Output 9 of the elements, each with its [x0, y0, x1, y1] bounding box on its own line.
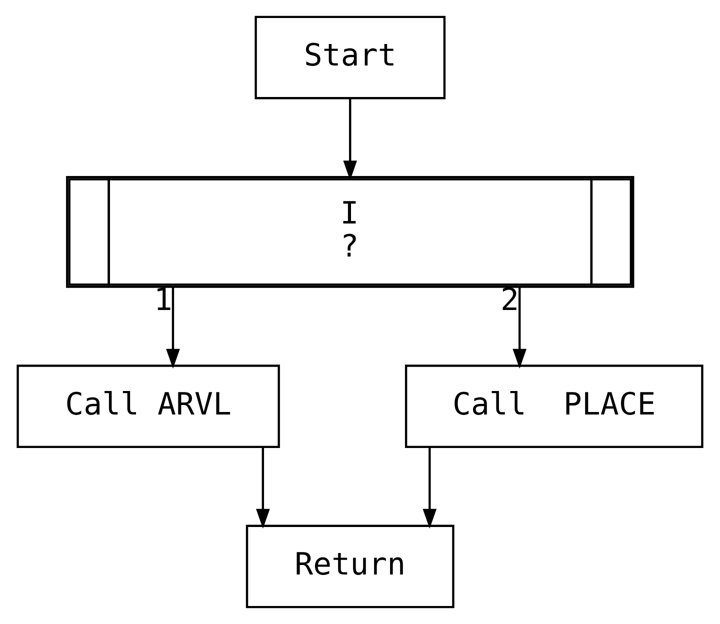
- node-box: Return: [246, 524, 454, 608]
- arrow: [422, 448, 437, 529]
- arrow: [512, 287, 527, 369]
- arrow: [166, 287, 180, 369]
- arrow: [343, 98, 358, 180]
- arrow: [256, 448, 270, 529]
- node-box: Start: [254, 16, 446, 100]
- node-box: Call ARVL: [16, 364, 280, 448]
- node-box: Call PLACE: [404, 364, 704, 448]
